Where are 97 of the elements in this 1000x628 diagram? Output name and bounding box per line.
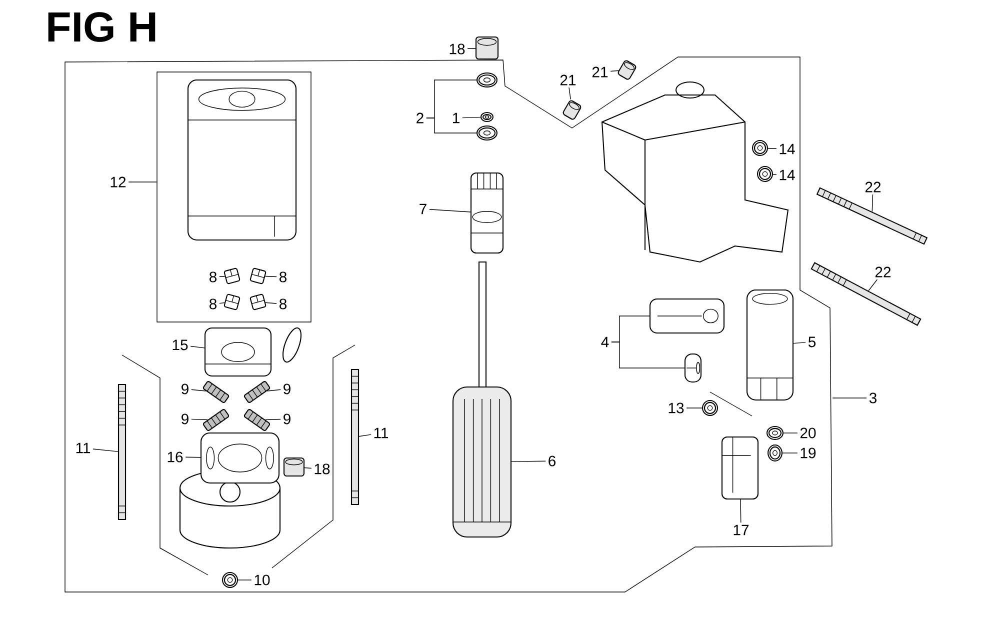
callout-number: 2 bbox=[416, 112, 424, 124]
bolt-drawing bbox=[350, 368, 360, 506]
leader-line bbox=[190, 346, 205, 348]
callout-number: 17 bbox=[734, 524, 749, 536]
callout-number: 6 bbox=[548, 456, 556, 466]
leader-line bbox=[793, 342, 806, 344]
washer-drawing bbox=[768, 444, 782, 462]
lever-drawing bbox=[684, 353, 702, 383]
leader-line bbox=[462, 116, 482, 118]
leader-line bbox=[781, 452, 798, 454]
bushing-drawing bbox=[475, 36, 499, 60]
callout-number: 19 bbox=[800, 448, 816, 458]
washer-drawing bbox=[480, 112, 494, 122]
leader-line bbox=[265, 418, 281, 420]
spring-drawing bbox=[244, 409, 270, 431]
leader-line bbox=[611, 342, 685, 368]
callout-number: 22 bbox=[865, 182, 881, 192]
leader-line bbox=[265, 302, 277, 304]
nut-drawing bbox=[752, 140, 768, 156]
callout-number: 10 bbox=[254, 574, 270, 586]
leader-line bbox=[191, 418, 208, 420]
callout-number: 20 bbox=[800, 428, 816, 438]
leader-line bbox=[266, 389, 281, 392]
callout-number: 1 bbox=[452, 112, 460, 124]
callout-number: 9 bbox=[284, 414, 290, 424]
leader-line bbox=[426, 118, 478, 134]
washer-drawing bbox=[476, 126, 498, 140]
callout-number: 4 bbox=[601, 336, 609, 348]
bushing-drawing bbox=[618, 60, 636, 80]
callout-number: 5 bbox=[808, 336, 816, 348]
leader-line bbox=[304, 467, 312, 469]
callout-number: 13 bbox=[668, 402, 684, 414]
callout-number: 18 bbox=[450, 44, 465, 54]
leader-line bbox=[358, 434, 372, 437]
callout-number: 22 bbox=[875, 266, 891, 278]
stator-drawing bbox=[187, 79, 297, 241]
leader-line bbox=[191, 389, 206, 392]
nut-drawing bbox=[757, 166, 773, 182]
callout-number: 9 bbox=[182, 384, 188, 394]
brush-drawing bbox=[224, 268, 240, 284]
callout-number: 11 bbox=[76, 442, 90, 454]
leader-line bbox=[610, 70, 619, 72]
lever-drawing bbox=[649, 298, 725, 334]
leader-line bbox=[740, 499, 742, 523]
figure-title: FIG H bbox=[48, 12, 156, 42]
callout-number: 14 bbox=[780, 144, 795, 154]
leader-line bbox=[92, 448, 118, 452]
armature-drawing bbox=[452, 386, 512, 538]
leader-line bbox=[185, 456, 201, 458]
bolt-drawing bbox=[118, 384, 126, 520]
leader-line bbox=[766, 148, 777, 149]
spring-drawing bbox=[202, 381, 230, 403]
spring-drawing bbox=[244, 381, 270, 403]
leader-line bbox=[511, 460, 546, 462]
callout-number: 7 bbox=[420, 204, 426, 214]
leader-line bbox=[872, 194, 874, 212]
bushing-drawing bbox=[283, 457, 305, 477]
bushing-drawing bbox=[562, 100, 582, 120]
leader-line bbox=[219, 302, 225, 304]
callout-number: 8 bbox=[280, 298, 287, 310]
leader-line bbox=[568, 87, 571, 100]
leader-line bbox=[264, 276, 277, 278]
leader-line bbox=[429, 209, 471, 212]
plate-drawing bbox=[200, 432, 280, 484]
leader-line bbox=[219, 276, 226, 277]
callout-number: 9 bbox=[182, 414, 188, 424]
leader-line bbox=[868, 279, 878, 292]
spring-drawing bbox=[202, 409, 230, 431]
nut-drawing bbox=[702, 400, 718, 416]
callout-number: 18 bbox=[314, 464, 330, 474]
leader-line bbox=[467, 48, 476, 49]
solenoid-drawing bbox=[746, 289, 794, 401]
pinion-gear-drawing bbox=[470, 172, 504, 254]
callout-number: 8 bbox=[280, 272, 287, 282]
brush-holder-drawing bbox=[204, 327, 272, 377]
leader-line bbox=[782, 432, 798, 434]
stator-frame bbox=[156, 72, 312, 322]
callout-number: 12 bbox=[110, 176, 126, 188]
callout-number: 21 bbox=[592, 66, 608, 78]
callout-number: 11 bbox=[374, 428, 388, 438]
bolt-drawing bbox=[810, 262, 922, 326]
callout-number: 14 bbox=[780, 170, 795, 180]
leader-line bbox=[772, 174, 777, 175]
bracket-drawing bbox=[721, 436, 759, 500]
brush-drawing bbox=[250, 268, 266, 284]
callout-number: 15 bbox=[172, 340, 188, 350]
callout-number: 16 bbox=[168, 452, 183, 462]
callout-number: 9 bbox=[284, 384, 290, 394]
washer-drawing bbox=[766, 426, 784, 440]
callout-number: 3 bbox=[869, 392, 876, 404]
brush-drawing bbox=[224, 294, 240, 310]
callout-number: 8 bbox=[210, 272, 217, 282]
brush-drawing bbox=[250, 294, 266, 310]
callout-number: 8 bbox=[210, 298, 217, 310]
nut-drawing bbox=[222, 572, 238, 588]
washer-drawing bbox=[476, 72, 498, 88]
callout-number: 21 bbox=[560, 74, 576, 86]
